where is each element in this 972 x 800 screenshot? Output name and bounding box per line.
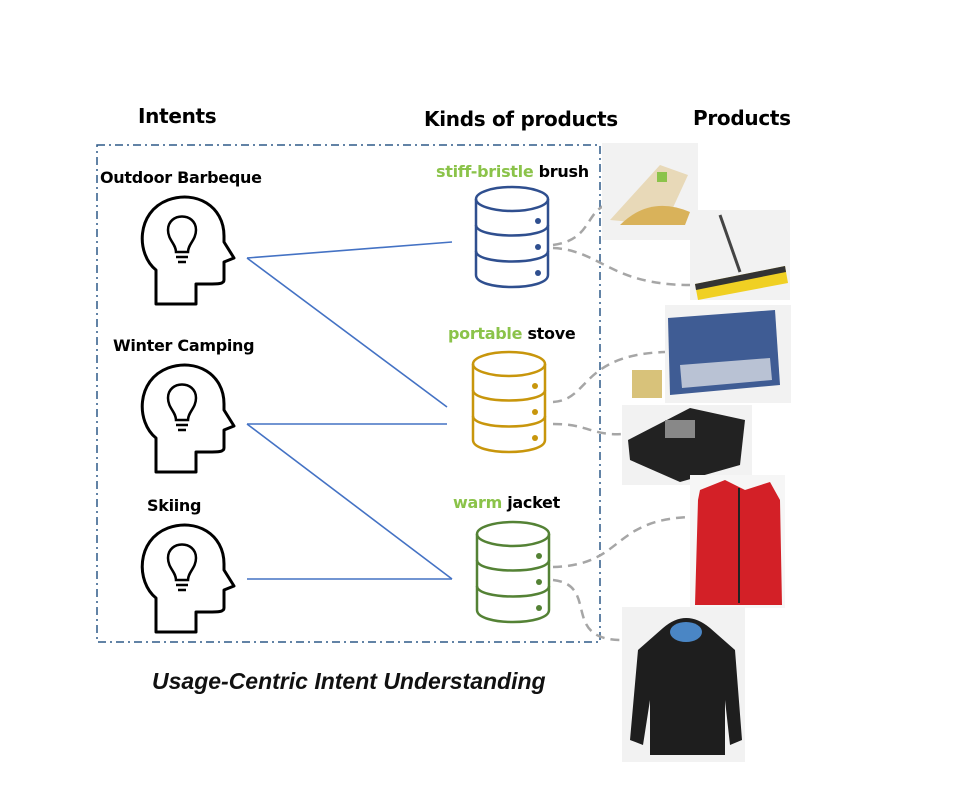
- link-barbeque-brush: [246, 241, 453, 259]
- database-icon: [474, 185, 550, 289]
- kind-modifier: portable: [448, 324, 523, 343]
- head-lightbulb-icon: [140, 363, 236, 474]
- products-header: Products: [693, 106, 791, 130]
- kind-label-brush: stiff-bristle brush: [436, 162, 589, 181]
- intent-label-skiing: Skiing: [147, 496, 202, 515]
- product-image-stove-case[interactable]: [632, 305, 791, 403]
- product-image-black-jacket[interactable]: [622, 607, 745, 762]
- product-link-stove-case: [552, 350, 666, 404]
- product-image-push-broom[interactable]: [690, 210, 790, 300]
- kind-label-stove: portable stove: [448, 324, 576, 343]
- kind-modifier: warm: [453, 493, 502, 512]
- head-lightbulb-icon: [140, 195, 236, 306]
- intent-label-winter-camping: Winter Camping: [113, 336, 255, 355]
- link-barbeque-stove: [246, 257, 448, 408]
- kind-noun: brush: [538, 162, 589, 181]
- product-link-scrub-brush: [552, 203, 606, 247]
- database-icon: [471, 350, 547, 454]
- kind-noun: jacket: [507, 493, 560, 512]
- product-link-jacket: [552, 578, 623, 642]
- kind-modifier: stiff-bristle: [436, 162, 534, 181]
- kinds-header: Kinds of products: [424, 107, 618, 131]
- diagram-caption: Usage-Centric Intent Understanding: [152, 668, 546, 694]
- product-image-scrub-brush[interactable]: [602, 143, 698, 240]
- product-link-vest: [552, 515, 691, 569]
- intents-header: Intents: [138, 104, 217, 128]
- kind-label-jacket: warm jacket: [453, 493, 560, 512]
- database-icon: [475, 520, 551, 624]
- intent-frame: [96, 144, 601, 643]
- kind-noun: stove: [527, 324, 576, 343]
- product-link-butane-stove: [552, 422, 626, 436]
- product-image-butane-stove[interactable]: [622, 405, 752, 485]
- link-camping-jacket: [246, 423, 453, 580]
- product-image-red-vest[interactable]: [690, 475, 785, 608]
- head-lightbulb-icon: [140, 523, 236, 634]
- intent-label-barbeque: Outdoor Barbeque: [100, 168, 262, 187]
- product-link-broom: [552, 246, 691, 287]
